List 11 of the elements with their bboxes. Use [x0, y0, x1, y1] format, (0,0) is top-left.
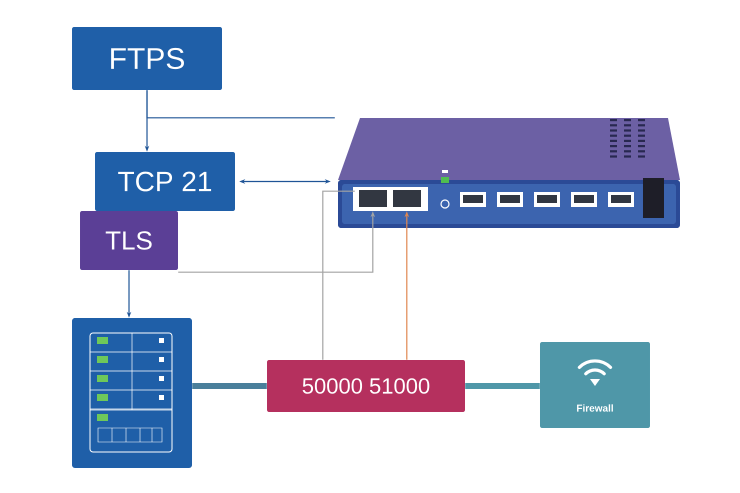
connector — [146, 90, 335, 118]
connector — [465, 383, 540, 389]
connector — [192, 383, 267, 389]
connector — [322, 190, 355, 360]
protocol-box: FTPS — [72, 27, 222, 90]
firewall-box: Firewall — [540, 342, 650, 428]
port-box: TCP 21 — [95, 152, 235, 211]
server-rack-drawing — [72, 318, 192, 468]
protocol-box: TLS — [80, 211, 178, 270]
port-range-box: 50000 51000 — [267, 360, 465, 412]
network-switch-drawing — [338, 118, 680, 228]
